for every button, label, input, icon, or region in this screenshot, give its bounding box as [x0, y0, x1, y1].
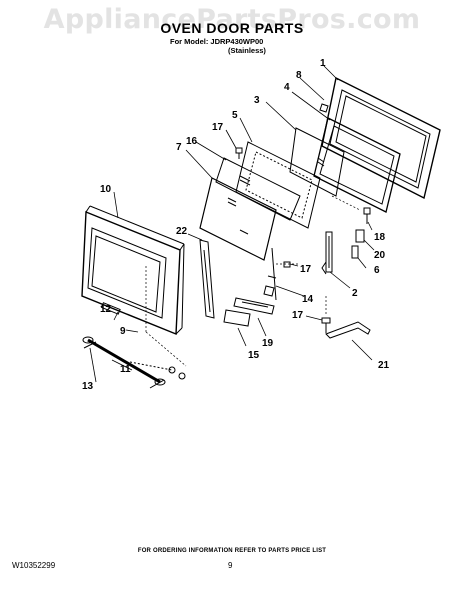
callout-19: 19: [262, 338, 274, 349]
callout-1: 1: [320, 58, 326, 69]
callout-17a: 17: [212, 122, 224, 133]
callout-11: 11: [120, 364, 131, 375]
finish-label: (Stainless): [228, 46, 266, 55]
callout-21: 21: [378, 360, 390, 371]
part-inner-glass: [199, 177, 277, 261]
part-outer-door-panel: [81, 205, 185, 336]
part-screws: [235, 103, 371, 333]
ordering-note: FOR ORDERING INFORMATION REFER TO PARTS …: [137, 548, 327, 554]
part-vent-strip: [233, 297, 275, 315]
callout-15: 15: [248, 350, 260, 361]
part-clip-6: [351, 245, 359, 259]
callout-16: 16: [186, 136, 198, 147]
part-bracket-15: [223, 309, 251, 327]
callout-17b: 17: [300, 264, 312, 275]
part-handle: [82, 336, 166, 389]
callout-12: 12: [100, 304, 112, 315]
model-line: For Model: JDRP430WP00: [170, 37, 264, 46]
part-gasket-frame: [313, 117, 401, 213]
part-side-trim: [199, 239, 215, 319]
part-outer-frame: [321, 76, 441, 200]
callout-17c: 17: [292, 310, 304, 321]
watermark: AppliancePartsPros.com: [43, 4, 421, 35]
page-number: 9: [228, 561, 233, 570]
callout-14: 14: [302, 294, 314, 305]
callout-22: 22: [176, 226, 188, 237]
callout-18: 18: [374, 232, 386, 243]
callout-5: 5: [232, 110, 238, 121]
part-hinge: [321, 231, 333, 275]
part-window-frame: [235, 141, 321, 229]
part-clip-20: [355, 229, 365, 243]
part-hinge-arm: [325, 321, 371, 339]
callout-8: 8: [296, 70, 302, 81]
callout-6: 6: [374, 265, 380, 276]
callout-13: 13: [82, 381, 94, 392]
callout-7: 7: [176, 142, 182, 153]
page-title: OVEN DOOR PARTS: [160, 20, 304, 36]
callout-4: 4: [284, 82, 290, 93]
callout-3: 3: [254, 95, 260, 106]
callout-20: 20: [374, 250, 386, 261]
part-handle-hardware: [129, 361, 186, 380]
callout-9: 9: [120, 326, 126, 337]
part-hinge-bracket: [263, 247, 277, 301]
document-id: W10352299: [12, 561, 56, 570]
part-badge: [100, 302, 121, 315]
part-heat-shield: [215, 157, 301, 221]
part-glass-panel: [289, 127, 345, 197]
callout-10: 10: [100, 184, 112, 195]
callout-2: 2: [352, 288, 358, 299]
